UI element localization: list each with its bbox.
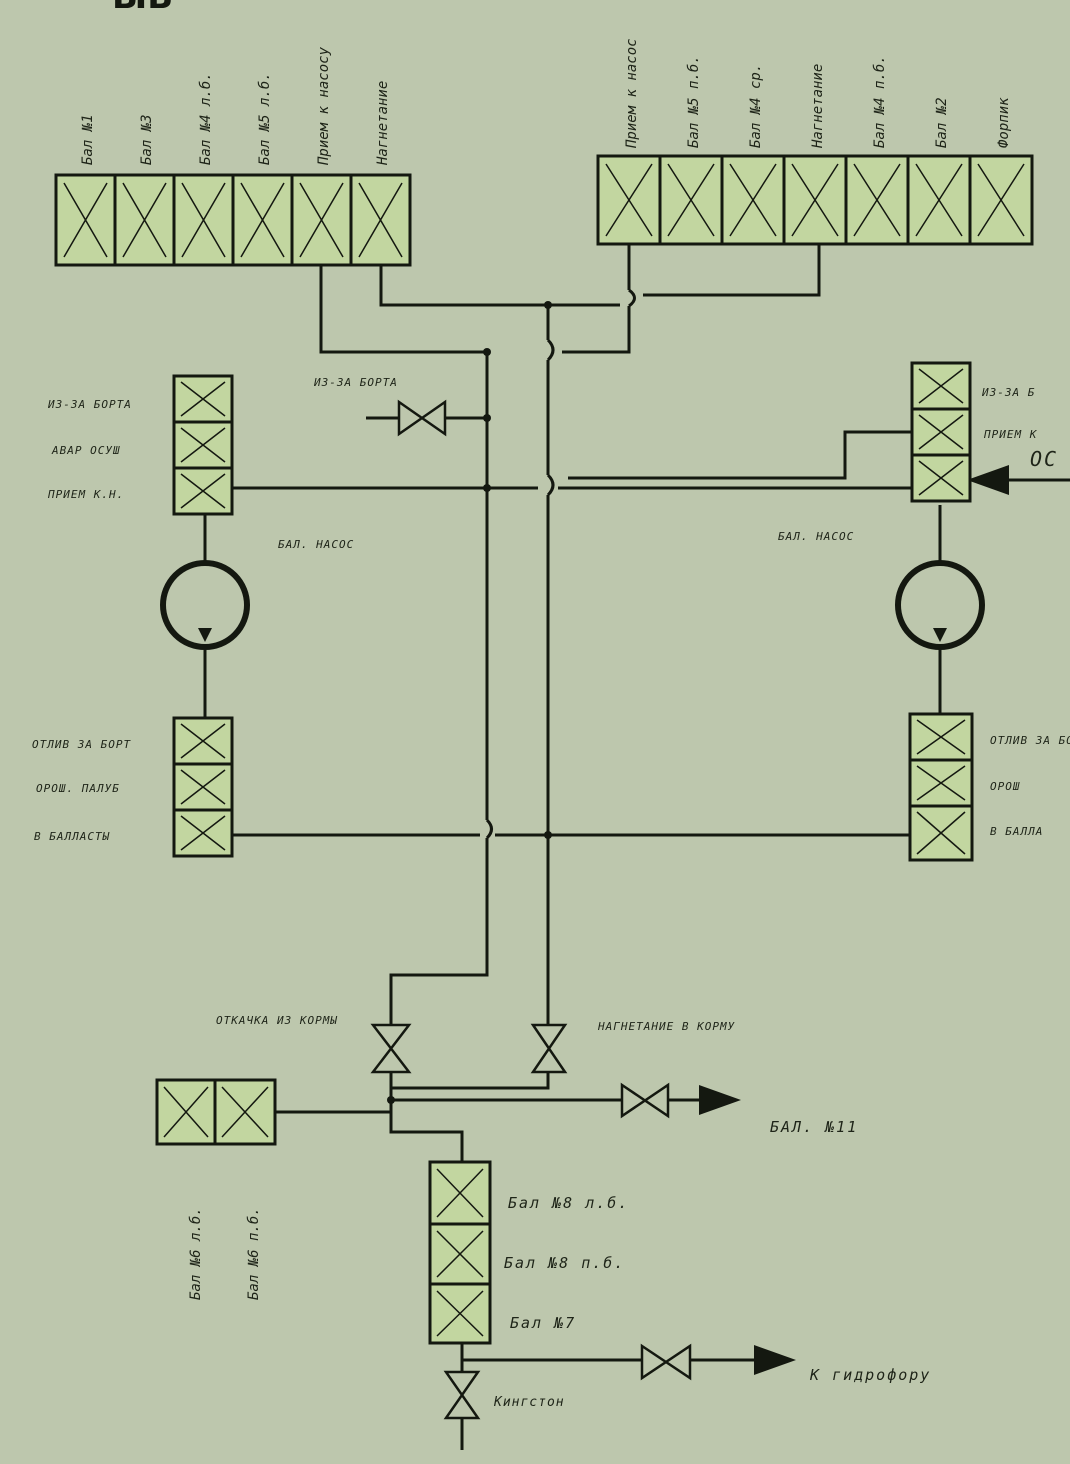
aft-discharge-valve[interactable]	[530, 1023, 568, 1074]
valve-box[interactable]	[172, 466, 234, 516]
left-lower-label: ОРОШ. ПАЛУБ	[36, 782, 120, 795]
aft-suction-valve[interactable]	[370, 1023, 412, 1074]
right-upper-valve-block	[910, 361, 972, 503]
valve-box[interactable]	[155, 1078, 217, 1146]
valve-box[interactable]	[908, 758, 974, 808]
valve-box[interactable]	[910, 407, 972, 457]
stack-label: Бал №8 л.б.	[508, 1194, 629, 1212]
kingston-valve[interactable]	[443, 1370, 481, 1420]
right-upper-label: ИЗ-ЗА Б	[981, 386, 1035, 399]
valve-box[interactable]	[428, 1282, 492, 1345]
right-lower-label: В БАЛЛА	[990, 825, 1043, 838]
overboard-gate-valve[interactable]	[397, 399, 447, 437]
valve-box[interactable]	[908, 804, 974, 862]
left-upper-valve-block	[172, 374, 234, 516]
valve-box[interactable]	[428, 1222, 492, 1286]
valve-box[interactable]	[596, 154, 662, 246]
left-upper-label: ПРИЕМ К.Н.	[47, 488, 124, 501]
valve-box[interactable]	[910, 453, 972, 503]
right-pump-label: БАЛ. НАСОС	[778, 530, 854, 543]
top-left-manifold: Бал №1 Бал №3 Бал №4 л.б. Бал №5 л.б. Пр…	[54, 46, 412, 267]
overboard-valve-label: ИЗ-ЗА БОРТА	[313, 376, 398, 389]
right-upper-label: ПРИЕМ К	[983, 428, 1038, 441]
valve-box[interactable]	[172, 808, 234, 858]
valve-box[interactable]	[172, 374, 234, 424]
valve-box[interactable]	[172, 420, 234, 470]
valve-box[interactable]	[720, 154, 786, 246]
valve-box[interactable]	[172, 173, 235, 267]
left-pump-label: БАЛ. НАСОС	[278, 538, 354, 551]
right-ballast-pump[interactable]	[895, 560, 985, 650]
left-upper-label: ИЗ-ЗА БОРТА	[47, 398, 132, 411]
manifold-label: Бал №5 л.б.	[257, 72, 273, 165]
right-lower-label: ОТЛИВ ЗА БОРТ	[990, 734, 1070, 747]
manifold-label: Бал №3	[139, 114, 155, 165]
bal11-gate-valve[interactable]	[620, 1082, 670, 1119]
manifold-label: Прием к насос	[624, 38, 640, 149]
valve-box[interactable]	[910, 361, 972, 411]
title-fragment: ЫБ	[112, 0, 173, 17]
manifold-label: Прием к насосу	[316, 46, 332, 166]
manifold-label: Бал №4 ср.	[748, 64, 764, 148]
manifold-label: Бал №1	[80, 114, 96, 165]
bal11-label: БАЛ. №11	[770, 1118, 858, 1136]
valve-box[interactable]	[968, 154, 1034, 246]
right-upper-label: ОС	[1030, 447, 1058, 471]
valve-box[interactable]	[908, 712, 974, 762]
manifold-label: Бал №4 л.б.	[198, 72, 214, 165]
manifold-label: Форпик	[996, 97, 1012, 148]
hydrophore-label: К гидрофору	[809, 1366, 931, 1384]
manifold-label: Бал №5 п.б.	[686, 55, 702, 148]
valve-box[interactable]	[213, 1078, 277, 1146]
left-lower-label: В БАЛЛАСТЫ	[34, 830, 110, 843]
valve-box[interactable]	[54, 173, 117, 267]
valve-box[interactable]	[658, 154, 724, 246]
right-lower-label: ОРОШ	[990, 780, 1021, 793]
right-lower-valve-block	[908, 712, 974, 862]
valve-box[interactable]	[290, 173, 353, 267]
left-ballast-pump[interactable]	[160, 560, 250, 650]
valve-box[interactable]	[349, 173, 412, 267]
valve-box[interactable]	[428, 1160, 492, 1226]
valve-box[interactable]	[113, 173, 176, 267]
aft-discharge-label: НАГНЕТАНИЕ В КОРМУ	[597, 1020, 735, 1033]
manifold-label: Нагнетание	[810, 64, 826, 149]
valve-box[interactable]	[231, 173, 294, 267]
left-lower-valve-block	[172, 716, 234, 858]
valve-box[interactable]	[782, 154, 848, 246]
bal6-valve-block	[155, 1078, 277, 1146]
bal6-label: Бал №6 л.б.	[188, 1207, 204, 1300]
stack-label: Бал №7	[510, 1314, 576, 1332]
left-lower-label: ОТЛИВ ЗА БОРТ	[32, 738, 131, 751]
manifold-label: Бал №4 п.б.	[872, 55, 888, 148]
kingston-label: Кингстон	[493, 1395, 565, 1410]
aft-suction-label: ОТКАЧКА ИЗ КОРМЫ	[216, 1014, 338, 1027]
manifold-label: Бал №2	[934, 97, 950, 148]
valve-box[interactable]	[906, 154, 972, 246]
left-upper-label: АВАР ОСУШ	[51, 444, 121, 457]
bal8-bal7-valve-stack	[428, 1160, 492, 1345]
top-right-manifold: Прием к насос Бал №5 п.б. Бал №4 ср. Наг…	[596, 38, 1034, 246]
manifold-label: Нагнетание	[375, 81, 391, 166]
bal6-label: Бал №6 п.б.	[246, 1207, 262, 1300]
valve-box[interactable]	[172, 762, 234, 812]
valve-box[interactable]	[172, 716, 234, 766]
stack-label: Бал №8 п.б.	[504, 1254, 625, 1272]
junctions	[387, 301, 552, 1104]
valve-box[interactable]	[844, 154, 910, 246]
hydrophore-gate-valve[interactable]	[640, 1343, 692, 1381]
